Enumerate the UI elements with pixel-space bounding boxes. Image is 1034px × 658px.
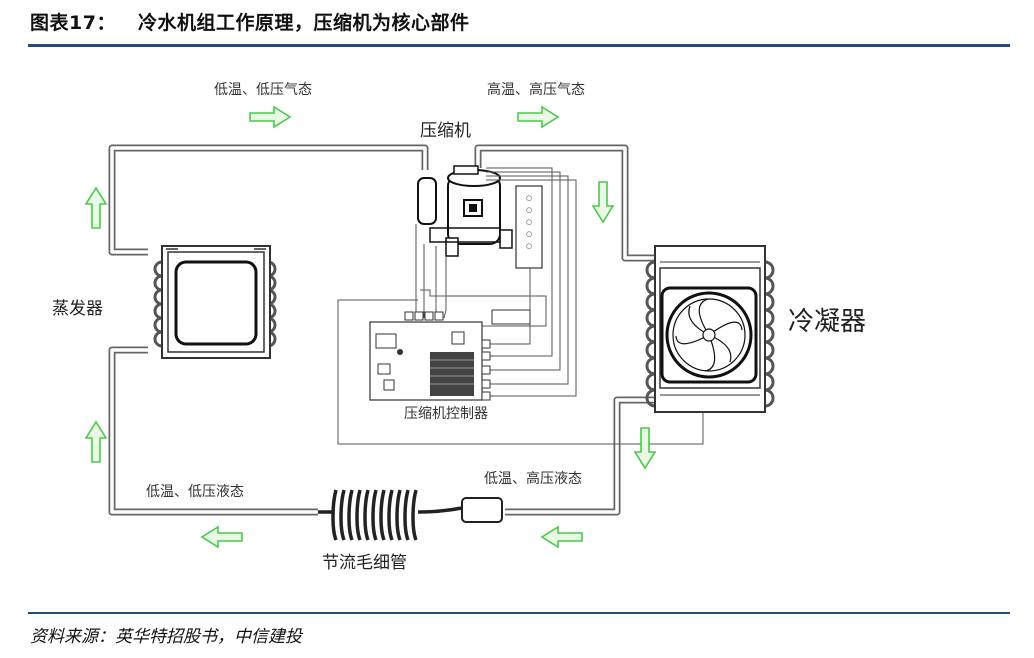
flow-arrow-evap-up-upper: [85, 187, 107, 229]
svg-text:○: ○: [526, 218, 532, 226]
label-low-temp-low-pressure-gas: 低温、低压气态: [214, 82, 312, 98]
label-condenser: 冷凝器: [788, 307, 866, 337]
label-compressor: 压缩机: [420, 121, 471, 141]
flow-arrow-evap-up-lower: [85, 421, 107, 463]
capillary-coil: [318, 489, 463, 541]
label-low-temp-high-pressure-liquid: 低温、高压液态: [484, 470, 582, 487]
fan-icon: [675, 298, 743, 372]
bottom-rule: [28, 612, 1010, 614]
flow-arrow-liquid-down: [634, 427, 656, 469]
filter-drier: [461, 497, 503, 523]
label-capillary: 节流毛细管: [322, 553, 407, 573]
condenser-unit: [645, 245, 775, 413]
label-low-temp-low-pressure-liquid: 低温、低压液态: [146, 484, 244, 500]
svg-text:○: ○: [526, 230, 532, 238]
source-note: 资料来源：英华特招股书，中信建投: [30, 627, 302, 647]
flow-arrow-condenser-down: [592, 181, 614, 223]
svg-text:○: ○: [526, 242, 532, 250]
protector-box-text: ○ ○ ○ ○ ○: [526, 194, 532, 250]
evaporator-unit: [153, 245, 277, 359]
label-evaporator: 蒸发器: [52, 299, 103, 319]
svg-text:○: ○: [526, 206, 532, 214]
protector-box: [515, 185, 543, 269]
compressor-unit: [417, 165, 513, 257]
figure-title-text: 冷水机组工作原理，压缩机为核心部件: [137, 12, 470, 34]
flow-arrow-high-gas: [517, 106, 559, 128]
figure-title: 图表17： 冷水机组工作原理，压缩机为核心部件: [30, 8, 469, 35]
control-wires: [337, 167, 704, 445]
svg-text:○: ○: [526, 194, 532, 202]
flow-arrow-low-gas: [249, 106, 291, 128]
label-compressor-controller: 压缩机控制器: [404, 406, 488, 422]
refrigerant-pipes: [108, 144, 655, 516]
flow-arrow-low-liquid-left: [201, 526, 243, 548]
label-high-temp-high-pressure-gas: 高温、高压气态: [487, 81, 585, 98]
compressor-controller-board: [369, 309, 531, 401]
top-rule: [28, 44, 1010, 47]
figure-number: 图表17：: [30, 12, 116, 34]
flow-arrow-liquid-left: [541, 526, 583, 548]
